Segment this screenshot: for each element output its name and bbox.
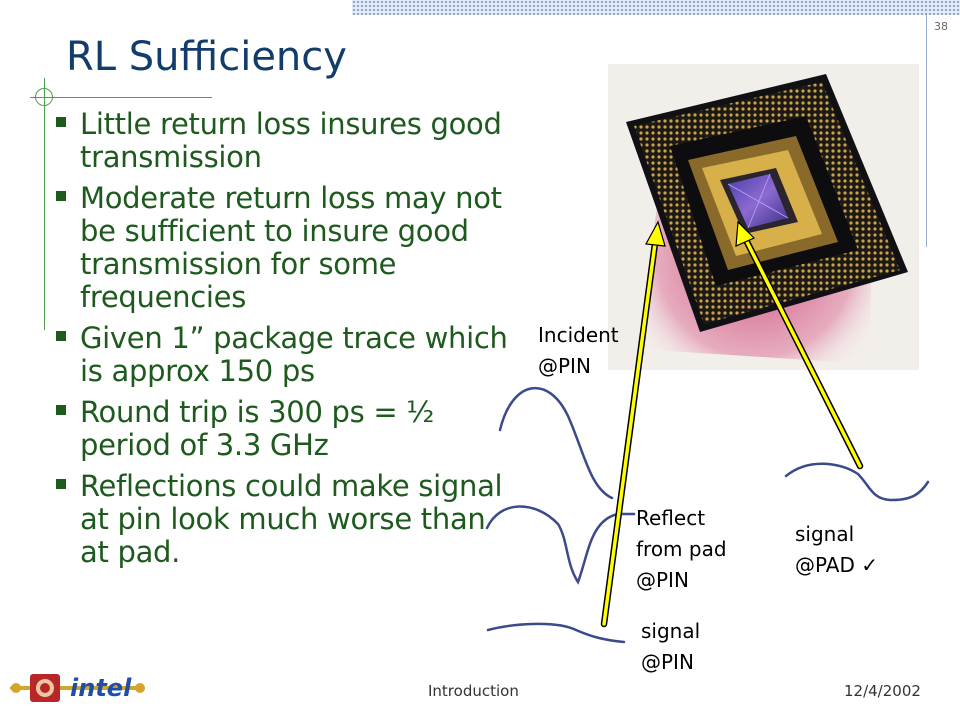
pad-arrow — [735, 220, 864, 470]
square-bullet-icon — [56, 191, 66, 201]
page-number: 38 — [934, 20, 948, 33]
top-dotted-band — [352, 0, 960, 15]
right-rule — [926, 15, 927, 247]
bullet-item: Reflections could make signal at pin loo… — [52, 470, 522, 569]
footer-section-title: Introduction — [428, 682, 519, 700]
square-bullet-icon — [56, 479, 66, 489]
bullet-item: Moderate return loss may not be sufficie… — [52, 182, 522, 314]
intel-logo-text: intel — [70, 674, 132, 702]
square-bullet-icon — [56, 331, 66, 341]
bullet-item: Given 1” package trace which is approx 1… — [52, 322, 522, 388]
bullet-item: Round trip is 300 ps = ½ period of 3.3 G… — [52, 396, 522, 462]
guide-circle — [35, 88, 53, 106]
incident-waveform — [498, 386, 614, 500]
footer-date: 12/4/2002 — [844, 682, 921, 700]
signal-pad-waveform — [784, 462, 930, 502]
intel-logo: intel — [10, 674, 145, 702]
signal-pin-label: signal @PIN — [641, 619, 701, 674]
bullet-text: Reflections could make signal at pin loo… — [80, 469, 503, 569]
incident-label: Incident @PIN — [538, 323, 619, 378]
bullet-text: Round trip is 300 ps = ½ period of 3.3 G… — [80, 395, 435, 462]
reflect-waveform — [485, 505, 636, 585]
slide-title: RL Sufficiency — [66, 34, 347, 80]
signal-pin-waveform — [486, 622, 626, 644]
bullet-list: Little return loss insures good transmis… — [52, 108, 522, 577]
guide-line-vertical — [44, 78, 45, 330]
chip-package-photo — [608, 64, 919, 370]
guide-line-horizontal — [30, 97, 212, 98]
square-bullet-icon — [56, 405, 66, 415]
signal-pad-label: signal @PAD ✓ — [795, 522, 878, 577]
bullet-text: Given 1” package trace which is approx 1… — [80, 321, 508, 388]
reflect-label: Reflect from pad @PIN — [636, 506, 727, 592]
bullet-item: Little return loss insures good transmis… — [52, 108, 522, 174]
footer: intel Introduction 12/4/2002 — [0, 672, 960, 720]
bullet-text: Moderate return loss may not be sufficie… — [80, 181, 502, 314]
square-bullet-icon — [56, 117, 66, 127]
incident-arrow — [600, 220, 666, 628]
bullet-text: Little return loss insures good transmis… — [80, 107, 502, 174]
